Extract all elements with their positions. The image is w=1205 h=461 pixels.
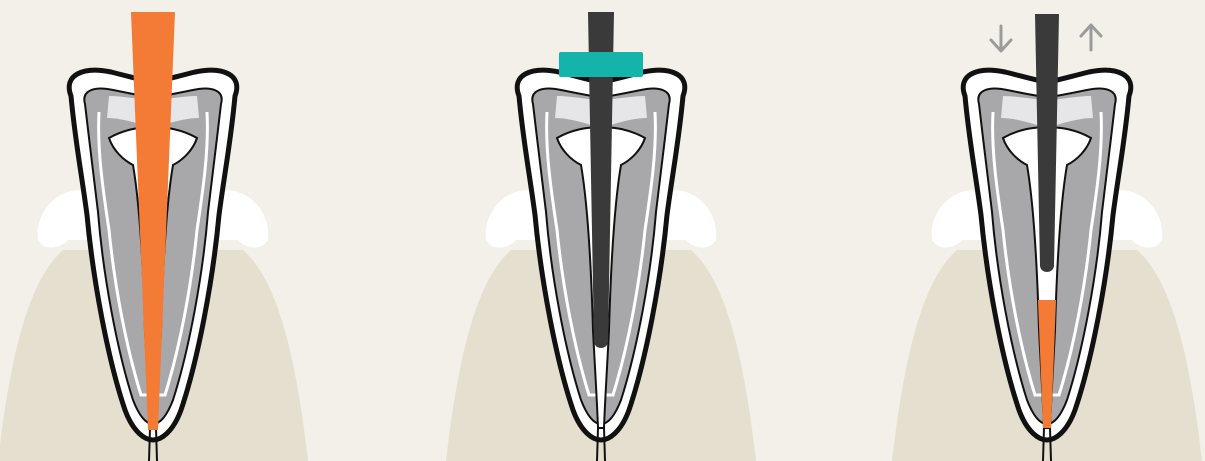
- arrow-down-icon: [991, 26, 1011, 51]
- arrow-up-icon: [1081, 25, 1101, 50]
- panel-2-tooth: [446, 12, 756, 461]
- panel-3-tooth: [892, 14, 1202, 461]
- panel-1-tooth: [0, 12, 308, 461]
- rubber-stopper: [559, 52, 643, 77]
